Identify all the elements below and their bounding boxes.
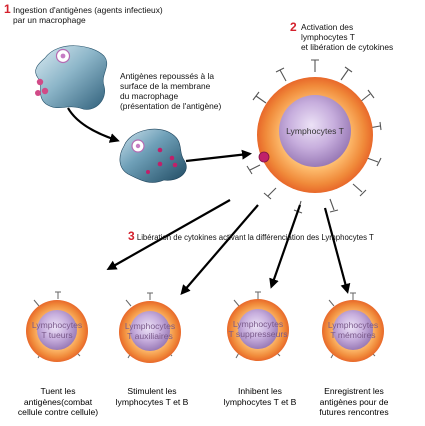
presentation-line-4: (présentation de l'antigène) [120, 101, 222, 111]
macrophage-2 [119, 128, 187, 183]
cell-helper [119, 292, 181, 363]
cell-memory [322, 292, 384, 362]
cell-killer-caption-2: antigènes(combat [23, 396, 93, 407]
cell-killer-caption: Tuent les antigènes(combat cellule contr… [0, 386, 116, 418]
step2-text: 2 Activation des lymphocytes T et libéra… [290, 20, 422, 52]
step2-line-1: Activation des [301, 22, 354, 32]
step2-number: 2 [290, 20, 297, 34]
step2-line-2: lymphocytes T [301, 32, 355, 42]
cell-helper-caption-1: Stimulent les [127, 386, 177, 396]
cell-memory-caption-2: antigènes pour de [319, 396, 389, 407]
step3-text: 3 Libération de cytokines activant la di… [128, 229, 423, 243]
cell-helper-label-1: Lymphocytes [124, 321, 176, 331]
cell-killer-caption-3: cellule contre cellule) [17, 407, 99, 417]
cell-suppressor-caption-1: Inhibent les [238, 386, 282, 396]
presentation-line-1: Antigènes repoussés à la [120, 71, 215, 81]
cell-killer-caption-1: Tuent les [40, 386, 76, 396]
ingestion-arrow [67, 107, 120, 143]
differentiation-arrows [106, 199, 351, 296]
cell-suppressor [227, 291, 289, 361]
cell-helper-caption-2: lymphocytes T et B [115, 396, 189, 407]
cell-memory-caption-3: futures rencontres [319, 407, 389, 417]
presentation-arrow [185, 149, 252, 163]
cell-suppressor-caption: Inhibent les lymphocytes T et B [212, 386, 308, 407]
cell-memory-label-1: Lymphocytes [327, 320, 379, 330]
cell-helper-label-2: T auxiliaires [127, 331, 173, 341]
main-lymphocyte-t [246, 59, 382, 214]
cell-suppressor-label-2: T suppresseurs [228, 329, 288, 339]
presentation-line-3: du macrophage [120, 91, 179, 101]
step1-text: 1 Ingestion d'antigènes (agents infectie… [4, 2, 254, 25]
cell-memory-label-2: T mémoires [330, 330, 376, 340]
step1-line-1: Ingestion d'antigènes (agents infectieux… [13, 5, 163, 15]
cell-killer [26, 291, 88, 362]
cell-killer-label-1: Lymphocytes [31, 320, 83, 330]
cell-suppressor-caption-2: lymphocytes T et B [223, 396, 297, 407]
presentation-line-2: surface de la membrane [120, 81, 211, 91]
step3-label: Libération de cytokines activant la diff… [136, 233, 374, 242]
main-cell-label: Lymphocytes T [286, 126, 344, 136]
step2-line-3: et libération de cytokines [301, 42, 394, 52]
cell-memory-caption-1: Enregistrent les [324, 386, 384, 396]
cell-helper-caption: Stimulent les lymphocytes T et B [104, 386, 200, 407]
cell-killer-label: Lymphocytes T tueurs [22, 320, 92, 340]
step3-number: 3 [128, 229, 135, 243]
cell-helper-label: Lymphocytes T auxiliaires [115, 321, 185, 341]
presentation-text: Antigènes repoussés à la surface de la m… [120, 71, 260, 111]
cell-memory-label: Lymphocytes T mémoires [318, 320, 388, 340]
cell-killer-label-2: T tueurs [41, 330, 73, 340]
cell-memory-caption: Enregistrent les antigènes pour de futur… [306, 386, 402, 418]
step1-line-2: par un macrophage [13, 15, 86, 25]
step1-number: 1 [4, 2, 11, 16]
cell-suppressor-label: Lymphocytes T suppresseurs [221, 319, 295, 339]
macrophage-1 [35, 45, 108, 110]
cell-suppressor-label-1: Lymphocytes [232, 319, 284, 329]
